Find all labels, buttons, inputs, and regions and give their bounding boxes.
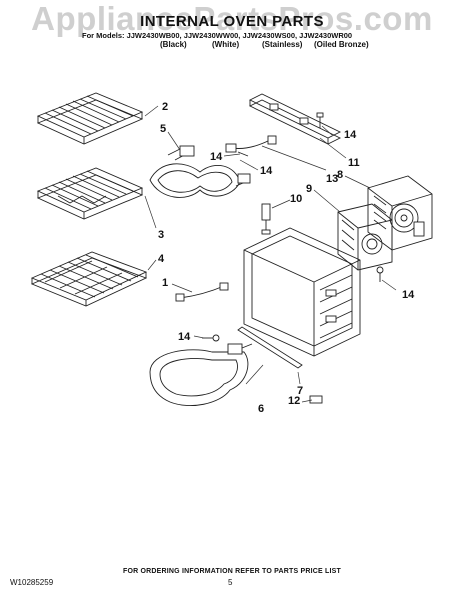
model-list: For Models: JJW2430WB00, JJW2430WW00, JJ… [82,31,353,40]
finish-white: (White) [212,40,240,49]
callout-14-b: 14 [210,151,223,163]
finish-oiled-bronze: (Oiled Bronze) [314,40,369,49]
page-title: INTERNAL OVEN PARTS [140,13,324,30]
broil-element [149,145,251,198]
finish-black: (Black) [160,40,187,49]
screw-top [316,112,324,128]
callout-1: 1 [162,277,168,289]
page-number: 5 [228,578,233,587]
document-id: W10285259 [10,578,54,587]
wire-harness-upper [225,135,277,153]
watermark: AppliancePartsPros.com [31,0,433,37]
callout-13: 13 [326,173,338,185]
callout-14-d: 14 [178,331,191,343]
convection-fan-assembly [367,175,433,251]
convection-fan-cover [337,203,393,271]
oven-rack-upper [36,92,144,145]
callout-5: 5 [160,123,166,135]
callout-6: 6 [258,403,264,415]
callout-3: 3 [158,229,164,241]
oven-vent-bar [248,93,342,145]
screw-right [376,266,384,282]
ordering-note: FOR ORDERING INFORMATION REFER TO PARTS … [122,568,342,575]
bake-element [149,343,253,407]
callout-14-c: 14 [260,165,273,177]
callout-9: 9 [306,183,312,195]
callout-14-a: 14 [344,129,357,141]
finish-stainless: (Stainless) [262,40,303,49]
callout-7: 7 [297,385,303,397]
oven-rack-middle [36,167,144,220]
screw-lower [202,334,220,342]
callout-10: 10 [290,193,302,205]
wire-harness-1 [175,282,229,302]
oven-rack-lower [30,251,148,307]
oven-cavity [243,227,361,357]
callout-14-e: 14 [402,289,415,301]
element-rod [237,326,303,369]
callout-2: 2 [162,101,168,113]
callout-4: 4 [158,253,165,265]
clip-part [309,395,323,404]
callout-11: 11 [348,157,360,169]
screw-element [237,151,249,157]
temperature-sensor [261,203,271,235]
callout-12: 12 [288,395,300,407]
callout-8: 8 [337,169,343,181]
